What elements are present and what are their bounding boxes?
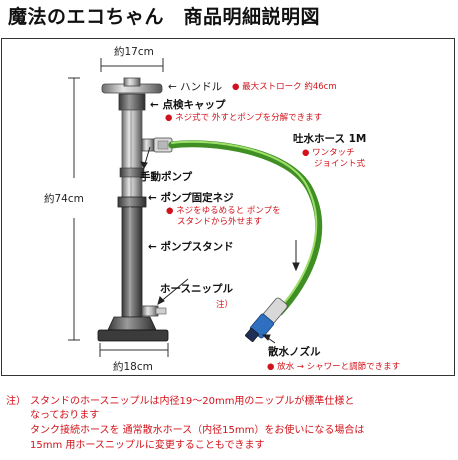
discharge-hose-label: 吐水ホース 1M [293,133,367,145]
bullet-icon: ● [302,148,310,158]
discharge-hose-note-1: ● ワンタッチ [302,146,355,158]
nozzle-note: ● 放水 → シャワーと調節できます [267,360,400,372]
footnote-line-1: スタンドのホースニップルは内径19～20mm用のニップルが標準仕様と [30,396,355,407]
inspect-cap-label: ← 点検キャップ [150,99,226,111]
width-top-dimension [100,58,164,72]
inspect-cap [118,93,146,111]
inspect-cap-note: ● ネジ式で 外すとポンプを分解できます [165,111,322,123]
leader-lines [140,146,300,344]
pump-screw-label: ← ポンプ固定ネジ [148,192,234,204]
pump-stand-label: ← ポンプスタンド [148,241,234,253]
bullet-icon: ● [232,82,240,92]
height-dimension [68,77,80,341]
bullet-icon: ● [165,113,173,123]
nozzle-label: 散水ノズル [268,346,321,358]
stand-base [97,316,169,342]
bullet-icon: ● [166,206,174,216]
handle-label: ← ハンドル [168,81,223,93]
handle-note-text: 最大ストローク 約46cm [242,82,337,92]
footnote-line-2: なっております [30,410,100,421]
handle-note: ● 最大ストローク 約46cm [232,80,337,92]
footnote-line-3: タンク接続ホースを 通常散水ホース（内径15mm）をお使いになる場合は [30,425,365,436]
discharge-hose-note-2: ジョイント式 [314,159,366,169]
outlet-fitting [141,137,173,153]
hand-pump-label: 手動ポンプ [140,171,193,183]
pump-cylinder [119,109,145,201]
nozzle [245,297,288,342]
pump-stand [121,206,143,318]
footnote-line-4: 15mm 用ホースニップルに変更することもできます [30,440,265,451]
hose-nipple-label: ホースニップル [160,283,233,295]
width-top-label: 約17cm [114,46,154,58]
width-bottom-dimension [99,343,169,357]
pump-screw [117,196,147,208]
height-label: 約74cm [44,193,84,205]
footnote-mark: 注） [6,396,26,407]
hose-nipple-note: 注） [216,300,234,310]
pump-screw-note-1: ● ネジをゆるめると ポンプを [166,204,281,216]
pump-screw-note-1-text: ネジをゆるめると ポンプを [176,206,281,216]
discharge-hose-note-1-text: ワンタッチ [312,148,355,158]
bullet-icon: ● [267,362,275,372]
inspect-cap-note-text: ネジ式で 外すとポンプを分解できます [175,113,323,123]
page-title: 魔法のエコちゃん 商品明細説明図 [8,6,321,28]
handle [101,77,163,94]
nozzle-note-text: 放水 → シャワーと調節できます [277,362,401,372]
diagram-frame [1,38,455,376]
discharge-hose-highlight [171,140,318,310]
hose-nipple [141,305,167,317]
width-bottom-label: 約18cm [113,361,153,373]
pump-screw-note-2: スタンドから外せます [177,217,263,227]
